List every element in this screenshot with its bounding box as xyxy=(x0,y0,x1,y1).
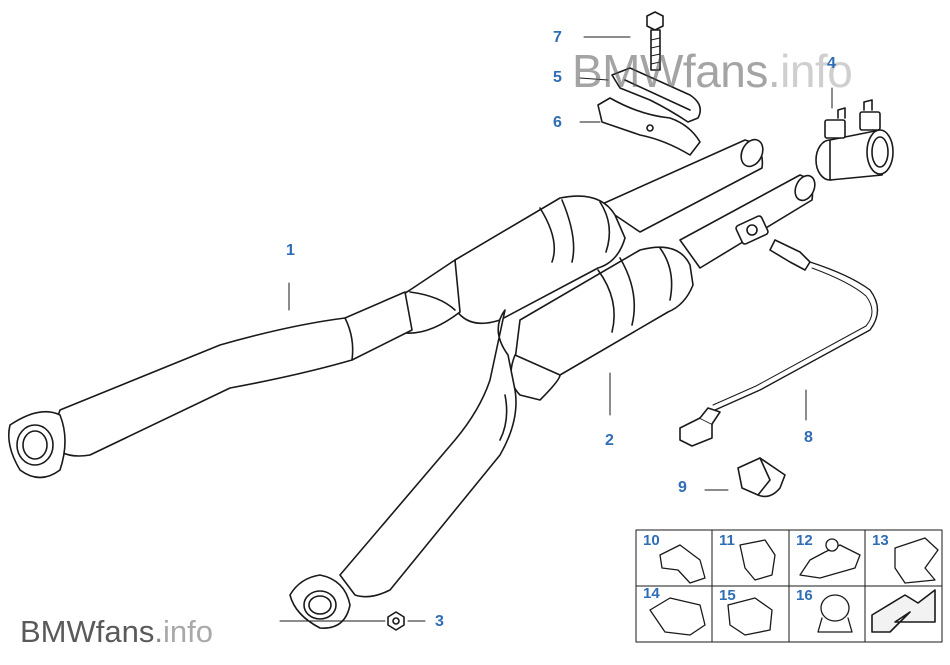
callout-part-16[interactable]: 16 xyxy=(796,587,813,604)
callout-part-7[interactable]: 7 xyxy=(553,29,562,46)
callout-part-12[interactable]: 12 xyxy=(796,532,813,549)
callout-part-10[interactable]: 10 xyxy=(643,532,660,549)
callout-part-11[interactable]: 11 xyxy=(719,532,735,549)
arrow-icon xyxy=(871,589,936,633)
exhaust-pipe-right-part-2 xyxy=(289,174,816,629)
callout-part-5[interactable]: 5 xyxy=(553,69,562,86)
callout-part-1[interactable]: 1 xyxy=(286,242,295,259)
bracket-part-6 xyxy=(579,97,701,156)
bolt-part-7 xyxy=(583,11,664,71)
double-clip-icon xyxy=(649,597,706,636)
watermark-brand: BMWfans xyxy=(572,45,768,97)
callout-part-3[interactable]: 3 xyxy=(435,613,444,630)
bracket-clip-icon xyxy=(739,539,776,581)
watermark-brand: BMWfans xyxy=(20,614,155,649)
callout-part-13[interactable]: 13 xyxy=(872,532,889,549)
holder-plate-icon xyxy=(799,544,861,579)
wrap-clip-icon xyxy=(727,597,773,636)
callout-part-15[interactable]: 15 xyxy=(719,587,736,604)
callout-part-4[interactable]: 4 xyxy=(827,55,836,72)
pipe-clamp-part-4 xyxy=(815,87,894,181)
watermark-bottom: BMWfans.info xyxy=(20,614,213,649)
callout-part-9[interactable]: 9 xyxy=(678,479,687,496)
cable-clip-icon xyxy=(894,537,939,584)
nut-part-3 xyxy=(279,611,426,631)
exhaust-pipe-left-part-1 xyxy=(7,138,764,479)
callout-part-14[interactable]: 14 xyxy=(643,585,660,602)
hose-clip-icon xyxy=(659,544,706,584)
ring-clamp-icon xyxy=(820,594,850,622)
callout-part-6[interactable]: 6 xyxy=(553,114,562,131)
oxygen-sensor-part-8 xyxy=(679,239,879,447)
bracket-part-5 xyxy=(579,67,701,123)
callout-part-2[interactable]: 2 xyxy=(605,432,614,449)
callout-part-8[interactable]: 8 xyxy=(804,429,813,446)
watermark-top: BMWfans.info xyxy=(572,45,853,97)
clip-part-9 xyxy=(704,457,786,498)
